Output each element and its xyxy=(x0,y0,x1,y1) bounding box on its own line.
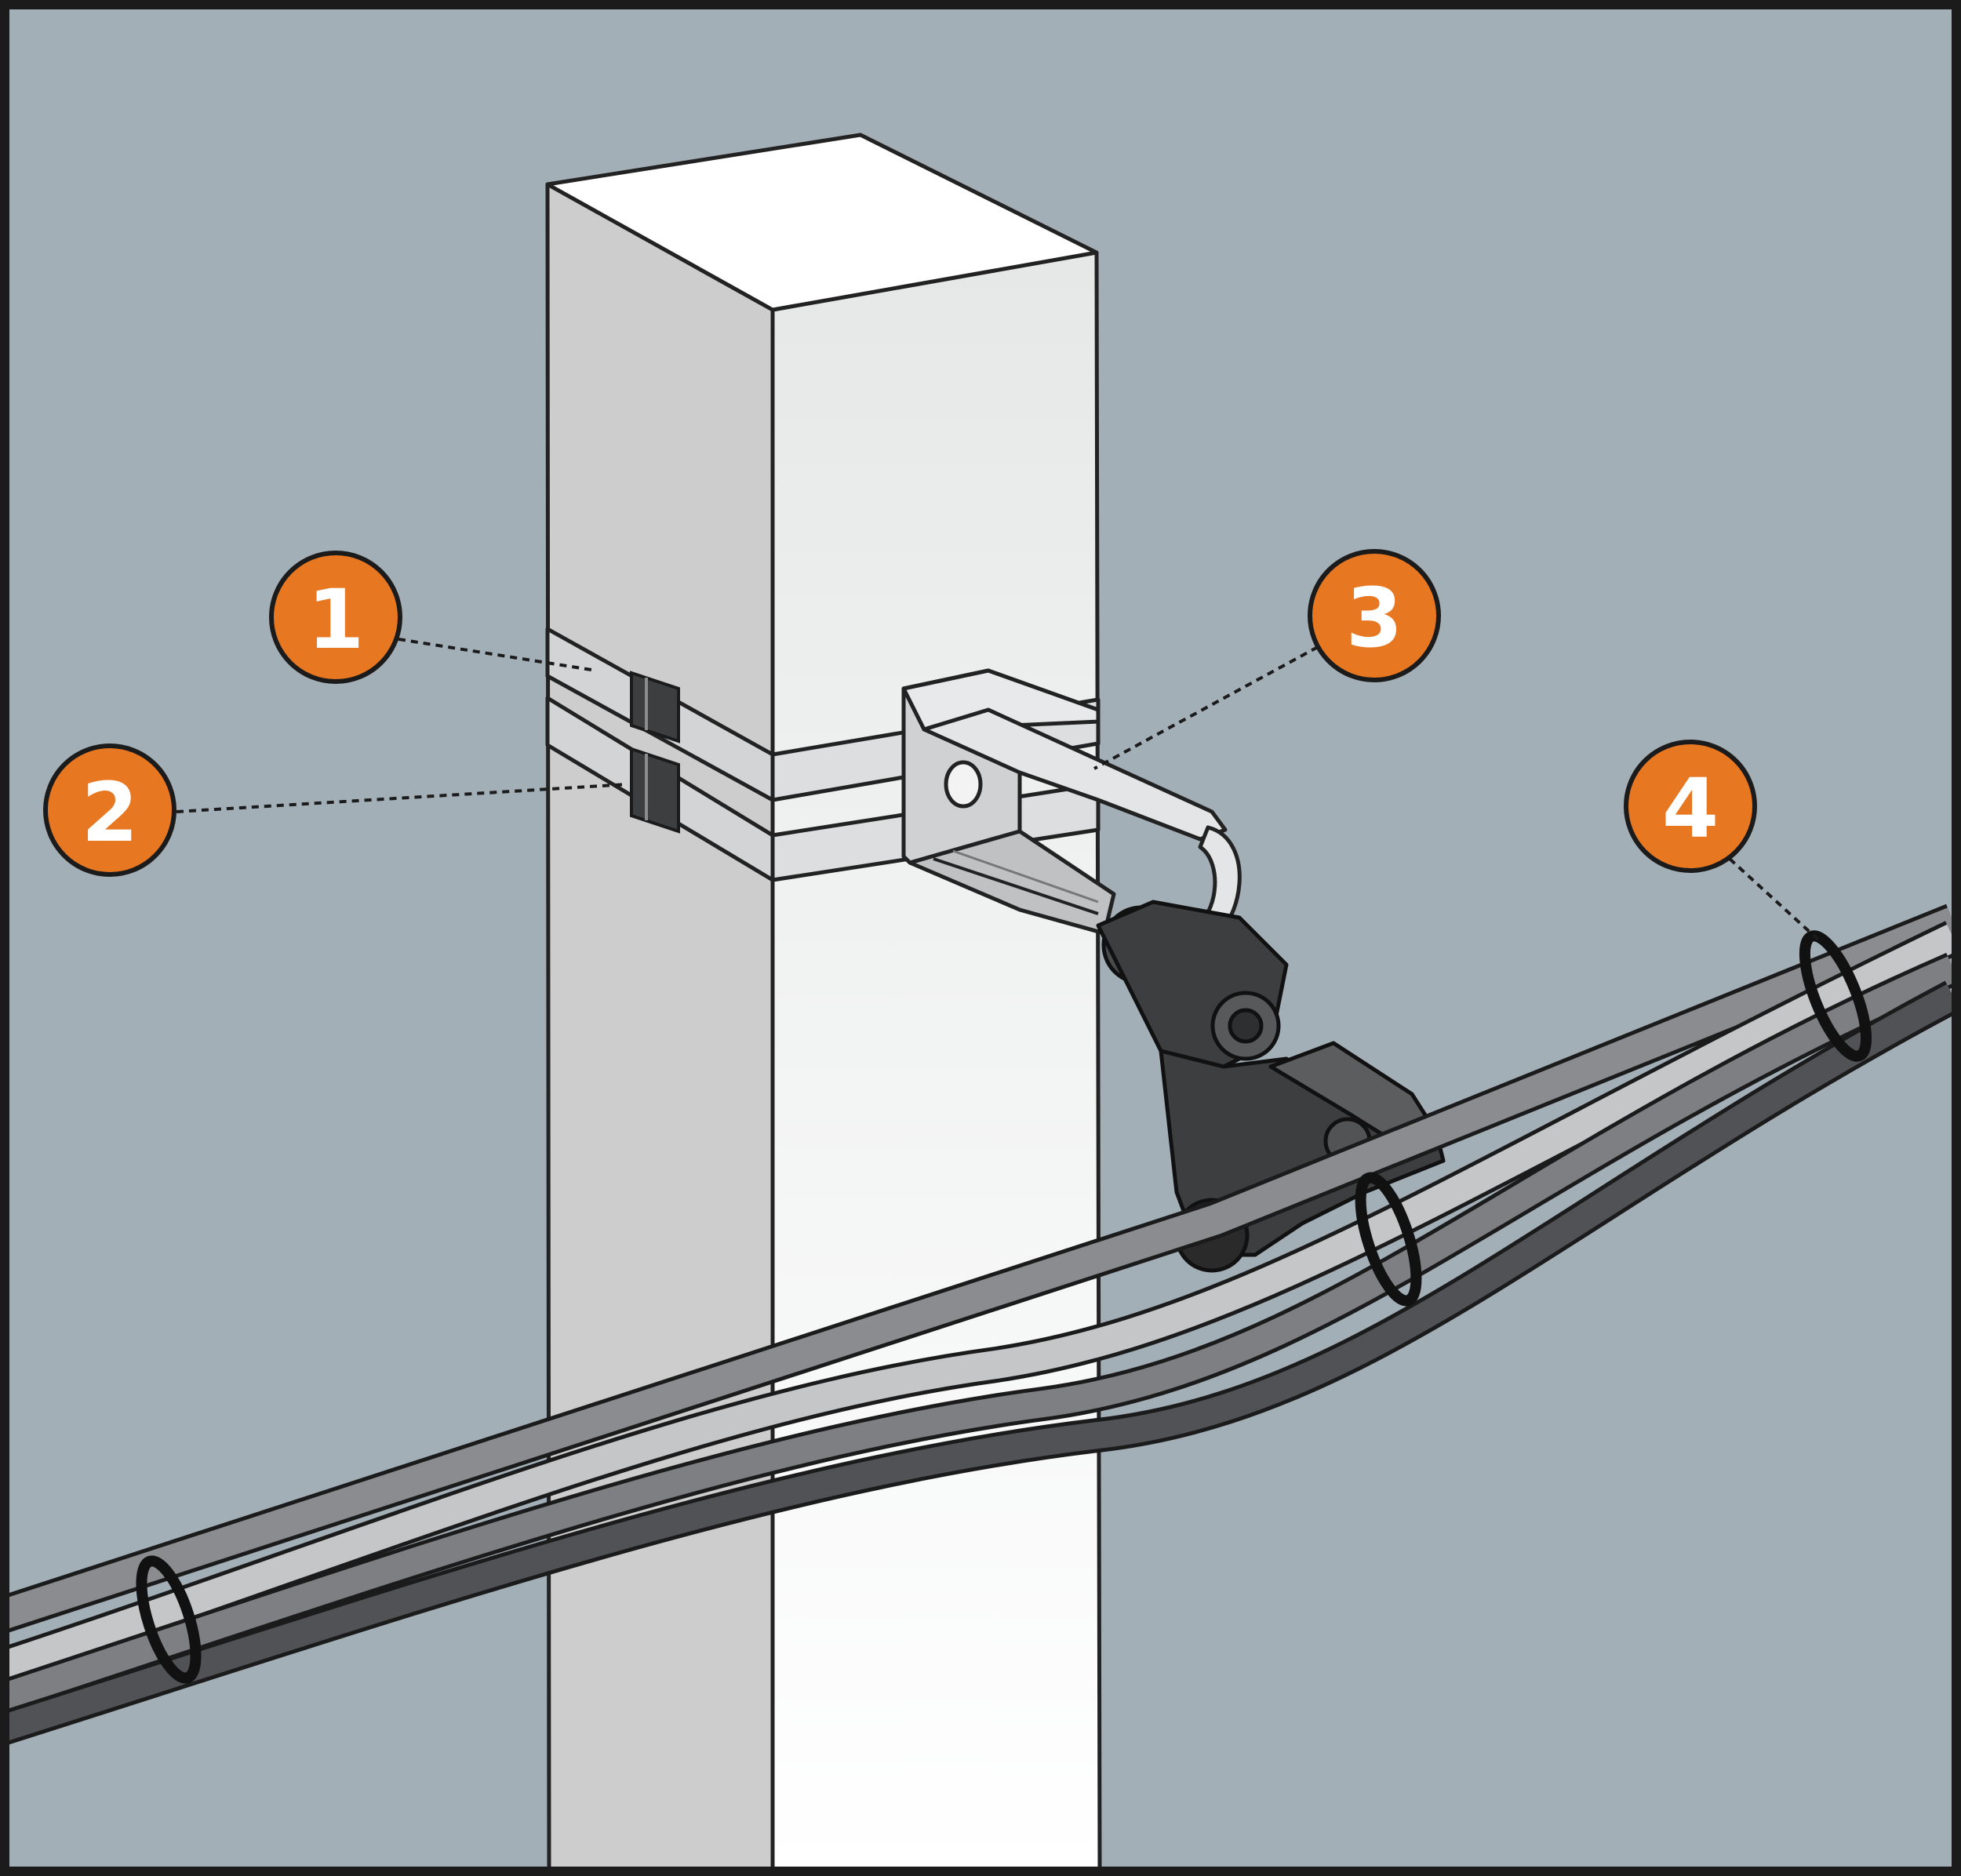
pole xyxy=(545,133,1102,1876)
cable-messenger xyxy=(0,903,1960,1634)
cable-tie xyxy=(1799,930,1872,1062)
bracket-slot xyxy=(944,760,983,809)
callout-1: 1 xyxy=(269,551,402,684)
callout-1-badge xyxy=(269,551,402,684)
cable-dark xyxy=(0,980,1961,1746)
callout-2-badge xyxy=(43,743,176,877)
pole-front-face xyxy=(770,250,1102,1876)
bracket-top-edge xyxy=(901,668,1101,732)
callout-4-label: 4 xyxy=(1662,761,1719,856)
pole-top-face xyxy=(545,133,1099,312)
strap-buckle-upper xyxy=(630,671,680,743)
cable-mid xyxy=(0,952,1960,1714)
cable-tie-left xyxy=(136,1555,202,1684)
leader-line-4 xyxy=(1728,857,1821,943)
cable-ties xyxy=(136,930,1872,1684)
callout-4-badge xyxy=(1624,740,1757,873)
callout-3-label: 3 xyxy=(1346,570,1403,666)
suspension-bracket xyxy=(901,668,1242,955)
leader-lines xyxy=(176,638,1821,943)
callout-3: 3 xyxy=(1308,549,1441,682)
leader-line-2 xyxy=(176,783,628,813)
cable-tie-middle xyxy=(1355,1172,1422,1307)
callout-4: 4 xyxy=(1624,740,1757,873)
callout-3-badge xyxy=(1308,549,1441,682)
strap-buckles xyxy=(630,671,680,834)
cable-light xyxy=(0,921,1961,1684)
callout-2-label: 2 xyxy=(82,765,138,860)
strap-buckle-lower xyxy=(630,747,680,834)
bracket-arm-lower xyxy=(908,829,1116,936)
leader-line-1 xyxy=(398,638,597,672)
callout-1-label: 1 xyxy=(307,572,364,667)
pole-left-face xyxy=(545,182,775,1876)
callouts: 1 2 3 4 xyxy=(43,549,1757,877)
leader-line-3 xyxy=(1093,645,1319,770)
cable-bundle xyxy=(0,903,1961,1746)
callout-2: 2 xyxy=(43,743,176,877)
